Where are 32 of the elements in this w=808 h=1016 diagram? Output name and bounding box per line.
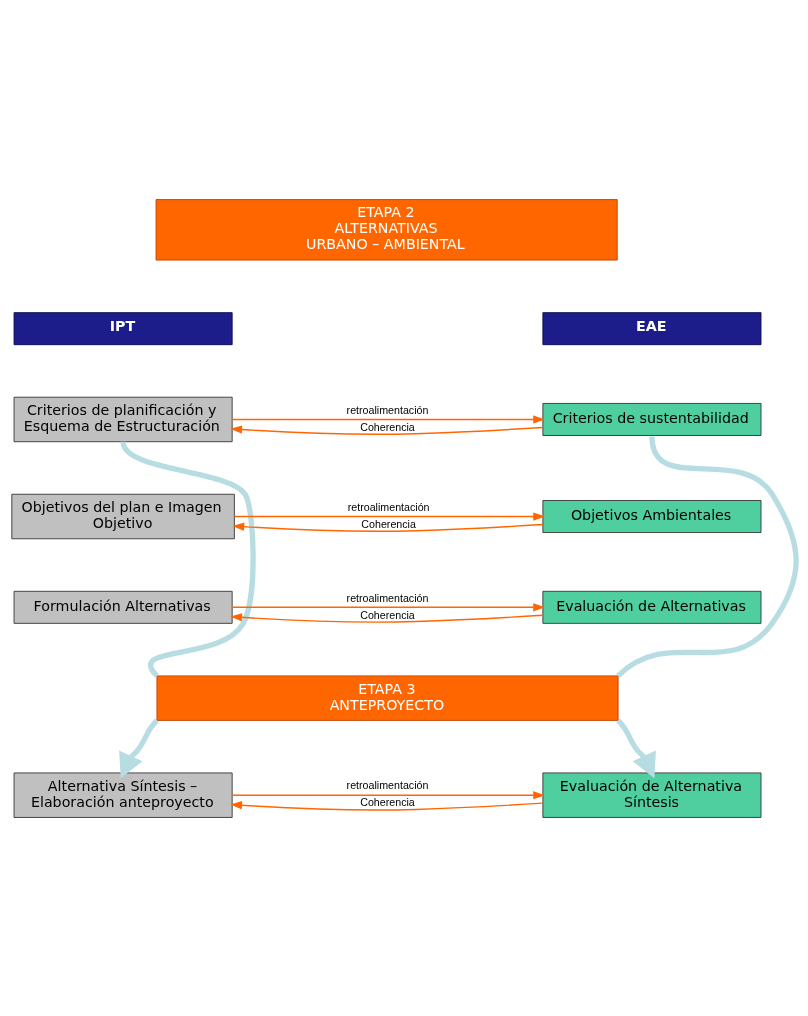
- edge-label: Coherencia: [360, 795, 415, 808]
- edge-label: retroalimentación: [346, 403, 429, 416]
- edge-label: Coherencia: [360, 420, 415, 433]
- edge-label: Coherencia: [361, 517, 416, 530]
- connector: [616, 435, 799, 678]
- arrow: [230, 612, 544, 623]
- node-box: Objetivos del plan e Imagen Objetivo: [11, 493, 235, 539]
- arrow: [231, 602, 545, 611]
- arrow: [232, 522, 544, 532]
- arrow: [616, 718, 656, 778]
- node-box: Criterios de sustentabilidad: [542, 402, 762, 436]
- arrow: [230, 800, 544, 811]
- node-box: Alternativa Síntesis – Elaboración anteproyecto: [13, 771, 233, 818]
- edge-label: retroalimentación: [346, 778, 429, 791]
- node-box: Formulación Alternativas: [13, 590, 233, 624]
- node-box: Criterios de planificación y Esquema de Estructuración: [13, 396, 233, 442]
- node-box: Evaluación de Alternativa Síntesis: [542, 771, 762, 818]
- edge-label: retroalimentación: [347, 500, 430, 513]
- arrow: [231, 790, 545, 799]
- node-box: Evaluación de Alternativas: [542, 590, 762, 624]
- arrow: [233, 511, 545, 521]
- connector: [120, 440, 256, 677]
- arrow: [119, 718, 159, 778]
- node-box: ETAPA 2 ALTERNATIVAS URBANO – AMBIENTAL: [155, 198, 618, 261]
- edge-label: retroalimentación: [346, 591, 429, 604]
- edge-label: Coherencia: [360, 608, 415, 621]
- node-box: Objetivos Ambientales: [542, 499, 762, 533]
- arrow: [231, 414, 545, 424]
- node-box: EAE: [542, 311, 762, 345]
- node-box: ETAPA 3 ANTEPROYECTO: [156, 674, 619, 721]
- arrow: [230, 424, 544, 435]
- node-box: IPT: [13, 311, 233, 345]
